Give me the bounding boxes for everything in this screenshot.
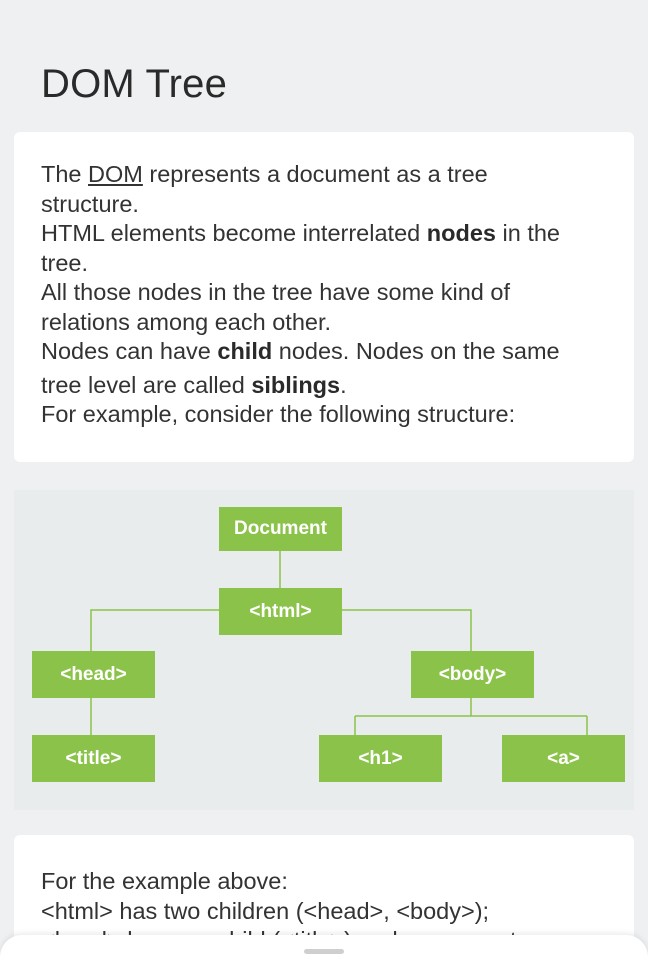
intro-line-9: For example, consider the following stru… (41, 401, 516, 427)
node-h1: <h1> (319, 735, 442, 782)
example-line-1: For the example above: (41, 868, 288, 894)
node-a: <a> (502, 735, 625, 782)
intro-line-2: structure. (41, 190, 139, 217)
intro-line-6: relations among each other. (41, 308, 332, 335)
intro-line-1: The DOM represents a document as a tree (41, 160, 607, 190)
bottom-sheet[interactable] (0, 935, 648, 961)
drag-handle[interactable] (304, 949, 344, 954)
intro-line-4: tree. (41, 249, 89, 276)
intro-line-7: Nodes can have child nodes. Nodes on the… (41, 337, 607, 367)
example-line-2: <html> has two children (<head>, <body>)… (41, 897, 490, 924)
intro-text: represents a document as a tree (142, 161, 488, 187)
dom-link[interactable]: DOM (88, 161, 143, 187)
intro-text: tree level are called (41, 371, 252, 398)
intro-line-8: tree level are called siblings. (41, 371, 607, 401)
intro-text: in the (495, 220, 560, 246)
bold-term-siblings: siblings (251, 371, 341, 398)
intro-text: The (41, 161, 89, 187)
intro-text: Nodes can have (41, 338, 218, 364)
node-title: <title> (32, 735, 155, 782)
bold-term-nodes: nodes (426, 220, 496, 246)
bold-term-child: child (217, 338, 273, 364)
intro-line-3: HTML elements become interrelated nodes … (41, 219, 607, 249)
node-head: <head> (32, 651, 155, 698)
intro-text: nodes. Nodes on the same (272, 338, 560, 364)
node-body: <body> (411, 651, 534, 698)
node-html: <html> (219, 588, 342, 635)
node-document: Document (219, 507, 342, 551)
intro-text: . (340, 371, 347, 398)
intro-text: HTML elements become interrelated (41, 220, 427, 246)
intro-card: The DOM represents a document as a tree … (14, 132, 634, 462)
page-title: DOM Tree (41, 62, 228, 106)
intro-line-5: All those nodes in the tree have some ki… (41, 279, 510, 305)
intro-paragraph: The DOM represents a document as a tree … (41, 160, 607, 430)
